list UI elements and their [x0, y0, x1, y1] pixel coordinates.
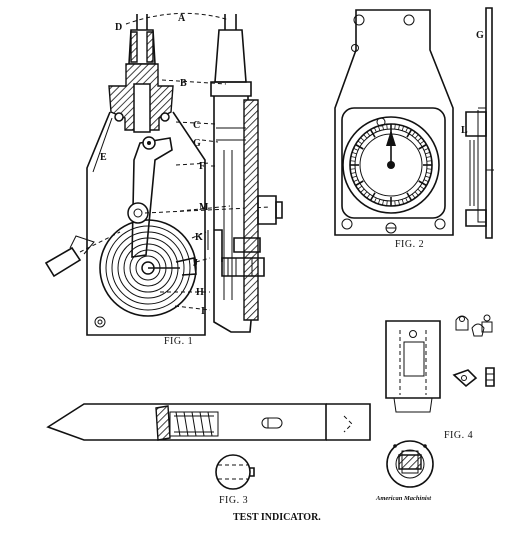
dial-tick: [386, 200, 388, 206]
fig1-drawing: [44, 12, 283, 336]
fig3-drawing: [46, 403, 371, 490]
dial-tick: [406, 192, 413, 201]
figure-captions: FIG. 1 FIG. 2 FIG. 3 FIG. 4 American Mac…: [164, 239, 473, 523]
label-H: H: [196, 287, 204, 298]
label-L: L: [461, 125, 468, 136]
dial-tick: [411, 193, 416, 199]
dial-tick: [426, 172, 432, 174]
dial-tick: [363, 191, 368, 196]
dial-tick: [350, 156, 356, 158]
dial-tick: [382, 200, 384, 206]
dial-tick: [355, 143, 364, 150]
dial-tick: [360, 188, 365, 193]
fig1-spring: [99, 219, 197, 317]
dial-tick: [363, 134, 368, 139]
label-A: A: [178, 13, 186, 24]
dial-tick: [351, 151, 357, 155]
dial-tick: [373, 197, 377, 203]
dial-tick: [366, 193, 371, 199]
dial-tick: [398, 200, 400, 206]
publisher-mark: American Machinist: [375, 495, 431, 502]
label-K: K: [195, 232, 203, 243]
dial-tick: [350, 172, 356, 174]
dial-tick: [398, 124, 400, 130]
dial-tick: [401, 125, 405, 131]
dial-tick: [394, 124, 396, 130]
dial-tick: [353, 179, 359, 183]
fig1-knuckle: [44, 202, 271, 278]
dial-tick: [426, 156, 432, 158]
fig1-lever: [131, 136, 173, 258]
dial-tick: [417, 188, 422, 193]
fig4-drawing: [385, 314, 495, 488]
dial-tick: [369, 129, 376, 138]
dial-tick: [414, 134, 419, 139]
dial-tick: [426, 160, 432, 162]
dial-tick: [350, 168, 356, 170]
fig2-label: FIG. 2: [395, 239, 424, 250]
dial-tick: [386, 124, 388, 130]
fig1-spindle-left: [108, 14, 174, 133]
dial-tick: [373, 127, 377, 133]
dial-tick: [355, 180, 364, 187]
dial-tick: [405, 127, 409, 133]
dial-tick: [351, 175, 357, 179]
dial-tick: [414, 191, 419, 196]
fig2-side-view: [465, 7, 494, 239]
fig3-label: FIG. 3: [219, 495, 248, 506]
label-G-fig1: G: [193, 138, 201, 149]
label-B: B: [180, 78, 187, 89]
label-D: D: [115, 22, 122, 33]
dial-tick: [405, 197, 409, 203]
fig1-leaders: [125, 12, 231, 311]
dial-tick: [411, 131, 416, 137]
dial-tick: [377, 199, 381, 205]
fig2-front-view: [334, 9, 454, 236]
dial-tick: [423, 179, 429, 183]
dial-tick: [401, 199, 405, 205]
dial-tick: [353, 147, 359, 151]
dial-tick: [419, 140, 425, 145]
label-F: F: [199, 161, 205, 172]
fig1-side-view: [210, 14, 283, 333]
label-C: C: [193, 120, 200, 131]
dial-tick: [423, 147, 429, 151]
dial-tick: [425, 151, 431, 155]
label-I: I: [201, 306, 205, 317]
part-labels: D A B C G E F M K J H I G L: [100, 13, 484, 317]
dial-tick: [360, 137, 365, 142]
dial-tick: [419, 185, 425, 190]
dial-tick: [425, 175, 431, 179]
fig4-label: FIG. 4: [444, 430, 473, 441]
label-M: M: [199, 202, 209, 213]
dial-tick: [418, 180, 427, 187]
dial-tick: [366, 131, 371, 137]
fig1-main-plate: [86, 111, 206, 336]
label-J: J: [193, 258, 198, 269]
dial-tick: [394, 200, 396, 206]
dial-tick: [426, 168, 432, 170]
dial-ticks: [350, 124, 432, 206]
fig2-drawing: [334, 7, 494, 239]
dial-tick: [357, 140, 363, 145]
dial-tick: [377, 125, 381, 131]
dial-tick: [406, 129, 413, 138]
dial-tick: [357, 185, 363, 190]
label-E: E: [100, 152, 107, 163]
label-G-fig2: G: [476, 30, 484, 41]
dial-tick: [418, 143, 427, 150]
dial-tick: [350, 160, 356, 162]
fig1-label: FIG. 1: [164, 336, 193, 347]
plate-caption: TEST INDICATOR.: [233, 512, 321, 523]
dial-tick: [417, 137, 422, 142]
dial-tick: [369, 192, 376, 201]
